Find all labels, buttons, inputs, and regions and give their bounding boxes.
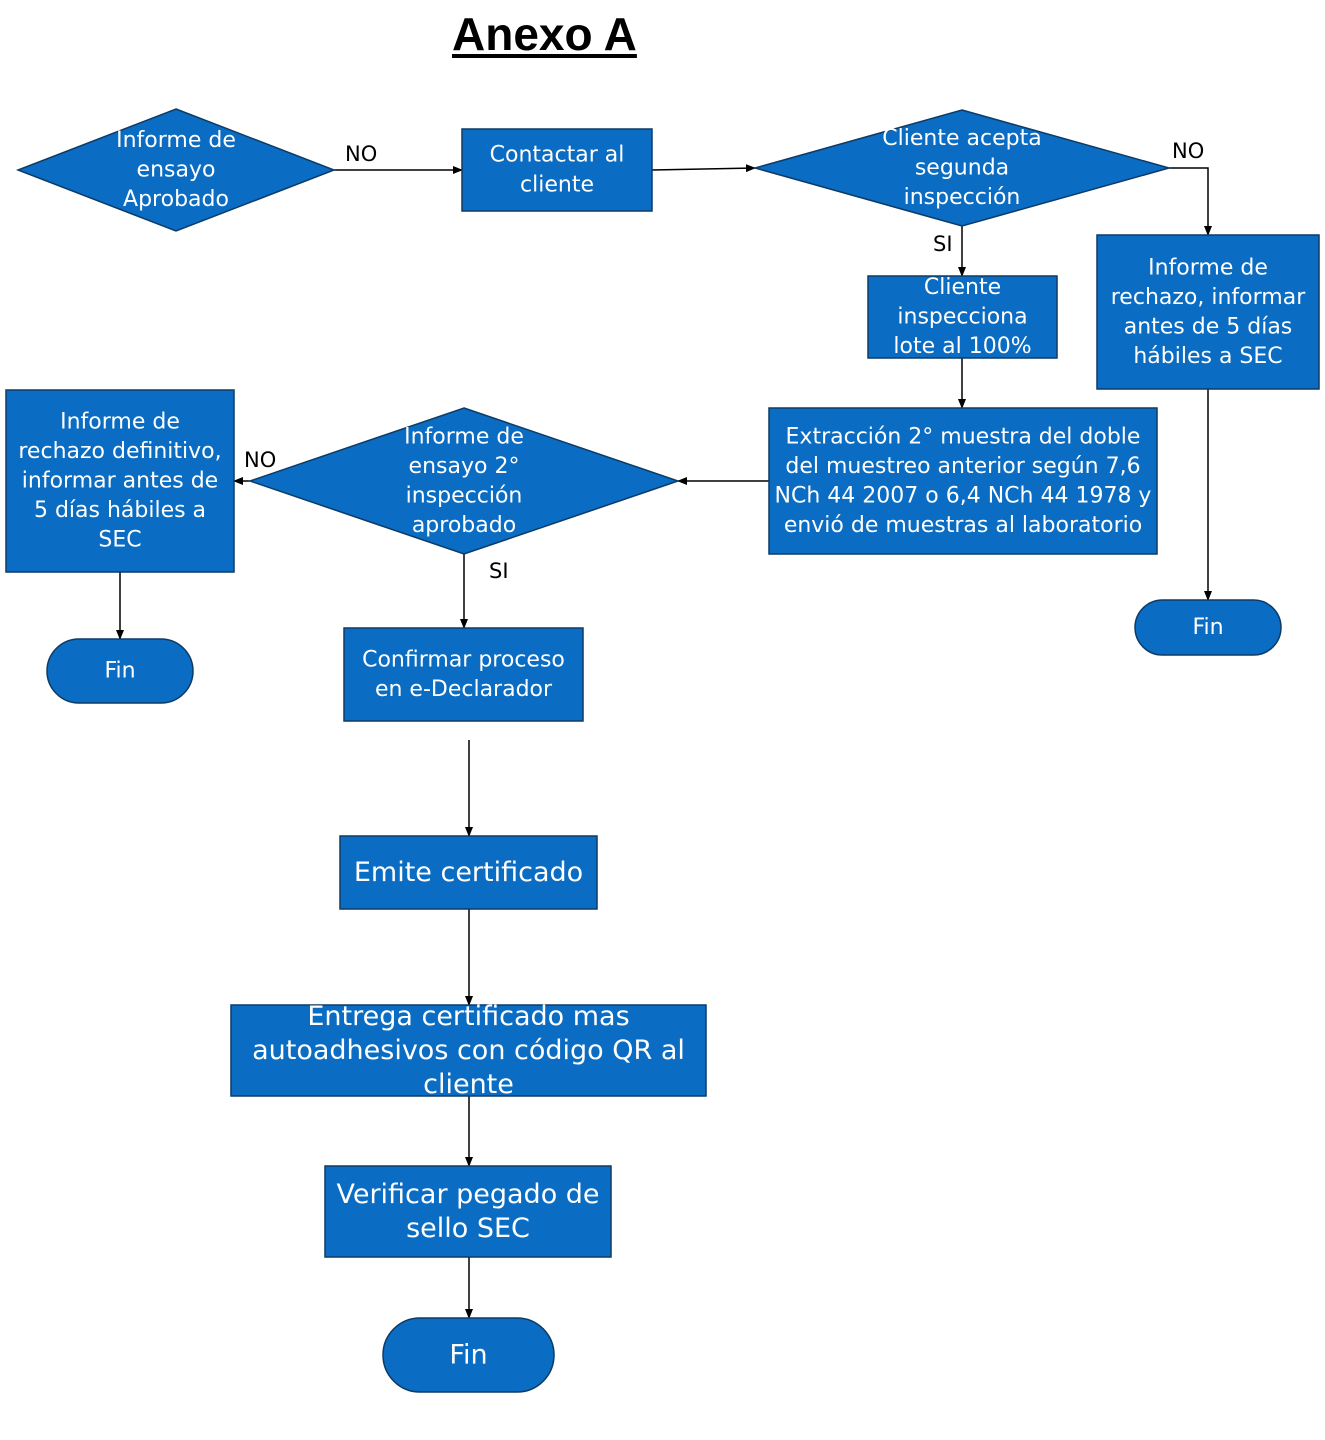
edge-label-no1: NO — [345, 142, 377, 166]
node-text-line: Emite certificado — [354, 857, 583, 888]
edge-label-si1: SI — [933, 232, 953, 256]
node-text-line: inspecciona — [897, 305, 1027, 330]
node-text-line: hábiles a SEC — [1133, 344, 1282, 369]
node-text-line: en e-Declarador — [375, 677, 553, 702]
node-text-line: informar antes de — [22, 469, 218, 494]
page-title: Anexo A — [452, 8, 637, 60]
edge-label-no2: NO — [1172, 139, 1204, 163]
edge-label-no3: NO — [244, 448, 276, 472]
node-text-line: Cliente acepta — [882, 126, 1041, 151]
node-confirm: Confirmar proceso en e-Declarador — [343, 627, 584, 722]
node-reject1: Informe de rechazo, informar antes de 5 dí… — [1096, 234, 1320, 390]
node-text-line: Extracción 2° muestra del doble — [786, 424, 1141, 449]
node-d2: Cliente acepta segunda inspección — [752, 109, 1172, 227]
terminator-shape — [46, 638, 194, 704]
node-text-line: antes de 5 días — [1124, 314, 1293, 339]
node-text-line: Informe de — [116, 128, 236, 153]
node-fin-bottom: Fin — [382, 1317, 555, 1393]
node-text-line: Verificar pegado de — [336, 1179, 599, 1210]
node-text-line: Aprobado — [123, 187, 229, 212]
node-text-line: aprobado — [412, 513, 516, 538]
node-contact: Contactar al cliente — [461, 128, 653, 212]
terminator-shape — [1134, 599, 1282, 656]
node-text-line: Cliente — [924, 275, 1001, 300]
process-shape — [324, 1165, 612, 1258]
node-fin-right: Fin — [1134, 599, 1282, 656]
process-shape — [5, 389, 235, 573]
node-text-line: lote al 100% — [893, 334, 1031, 359]
node-text-line: rechazo, informar — [1111, 285, 1306, 310]
node-text-line: envió de muestras al laboratorio — [784, 513, 1142, 538]
node-inspect: Cliente inspecciona lote al 100% — [867, 275, 1058, 359]
node-text-line: ensayo 2° — [409, 454, 520, 479]
decision-shape — [752, 109, 1172, 227]
node-text-line: cliente — [520, 173, 594, 198]
edge-contact-d2 — [651, 164, 756, 173]
node-text-line: del muestreo anterior según 7,6 — [785, 454, 1140, 479]
process-shape — [867, 275, 1058, 359]
node-emit: Emite certificado — [339, 835, 598, 910]
node-text-line: inspección — [406, 483, 523, 508]
node-text-line: Informe de — [404, 424, 524, 449]
process-shape — [230, 1004, 707, 1097]
edge-d2-reject1 — [1169, 167, 1212, 236]
node-text-line: rechazo definitivo, — [18, 439, 221, 464]
node-text-line: inspección — [904, 185, 1021, 210]
terminator-shape — [382, 1317, 555, 1393]
node-text-line: Entrega certificado mas — [307, 1001, 629, 1032]
node-text-line: cliente — [423, 1069, 514, 1100]
node-text-line: Fin — [104, 659, 135, 684]
node-text-line: Fin — [1192, 615, 1223, 640]
process-shape — [768, 407, 1158, 555]
node-text-line: SEC — [98, 528, 141, 553]
node-text-line: Contactar al — [490, 143, 625, 168]
process-shape — [339, 835, 598, 910]
decision-shape — [247, 407, 681, 555]
decision-shape — [15, 108, 337, 232]
node-text-line: Fin — [449, 1340, 487, 1371]
node-text-line: Informe de — [1148, 255, 1268, 280]
process-shape — [343, 627, 584, 722]
node-text-line: Confirmar proceso — [362, 647, 565, 672]
node-text-line: NCh 44 2007 o 6,4 NCh 44 1978 y — [775, 483, 1152, 508]
node-extract: Extracción 2° muestra del doble del muest… — [768, 407, 1158, 555]
edge-label-si2: SI — [489, 559, 509, 583]
node-text-line: 5 días hábiles a — [34, 498, 206, 523]
node-text-line: autoadhesivos con código QR al — [252, 1035, 685, 1066]
node-text-line: sello SEC — [406, 1213, 530, 1244]
node-text-line: segunda — [915, 156, 1009, 181]
process-shape — [461, 128, 653, 212]
node-text-line: Informe de — [60, 410, 180, 435]
node-d3: Informe de ensayo 2° inspección aprobado — [247, 407, 681, 555]
node-fin-left: Fin — [46, 638, 194, 704]
process-shape — [1096, 234, 1320, 390]
node-text-line: ensayo — [137, 158, 216, 183]
node-reject2: Informe de rechazo definitivo, informar an… — [5, 389, 235, 573]
